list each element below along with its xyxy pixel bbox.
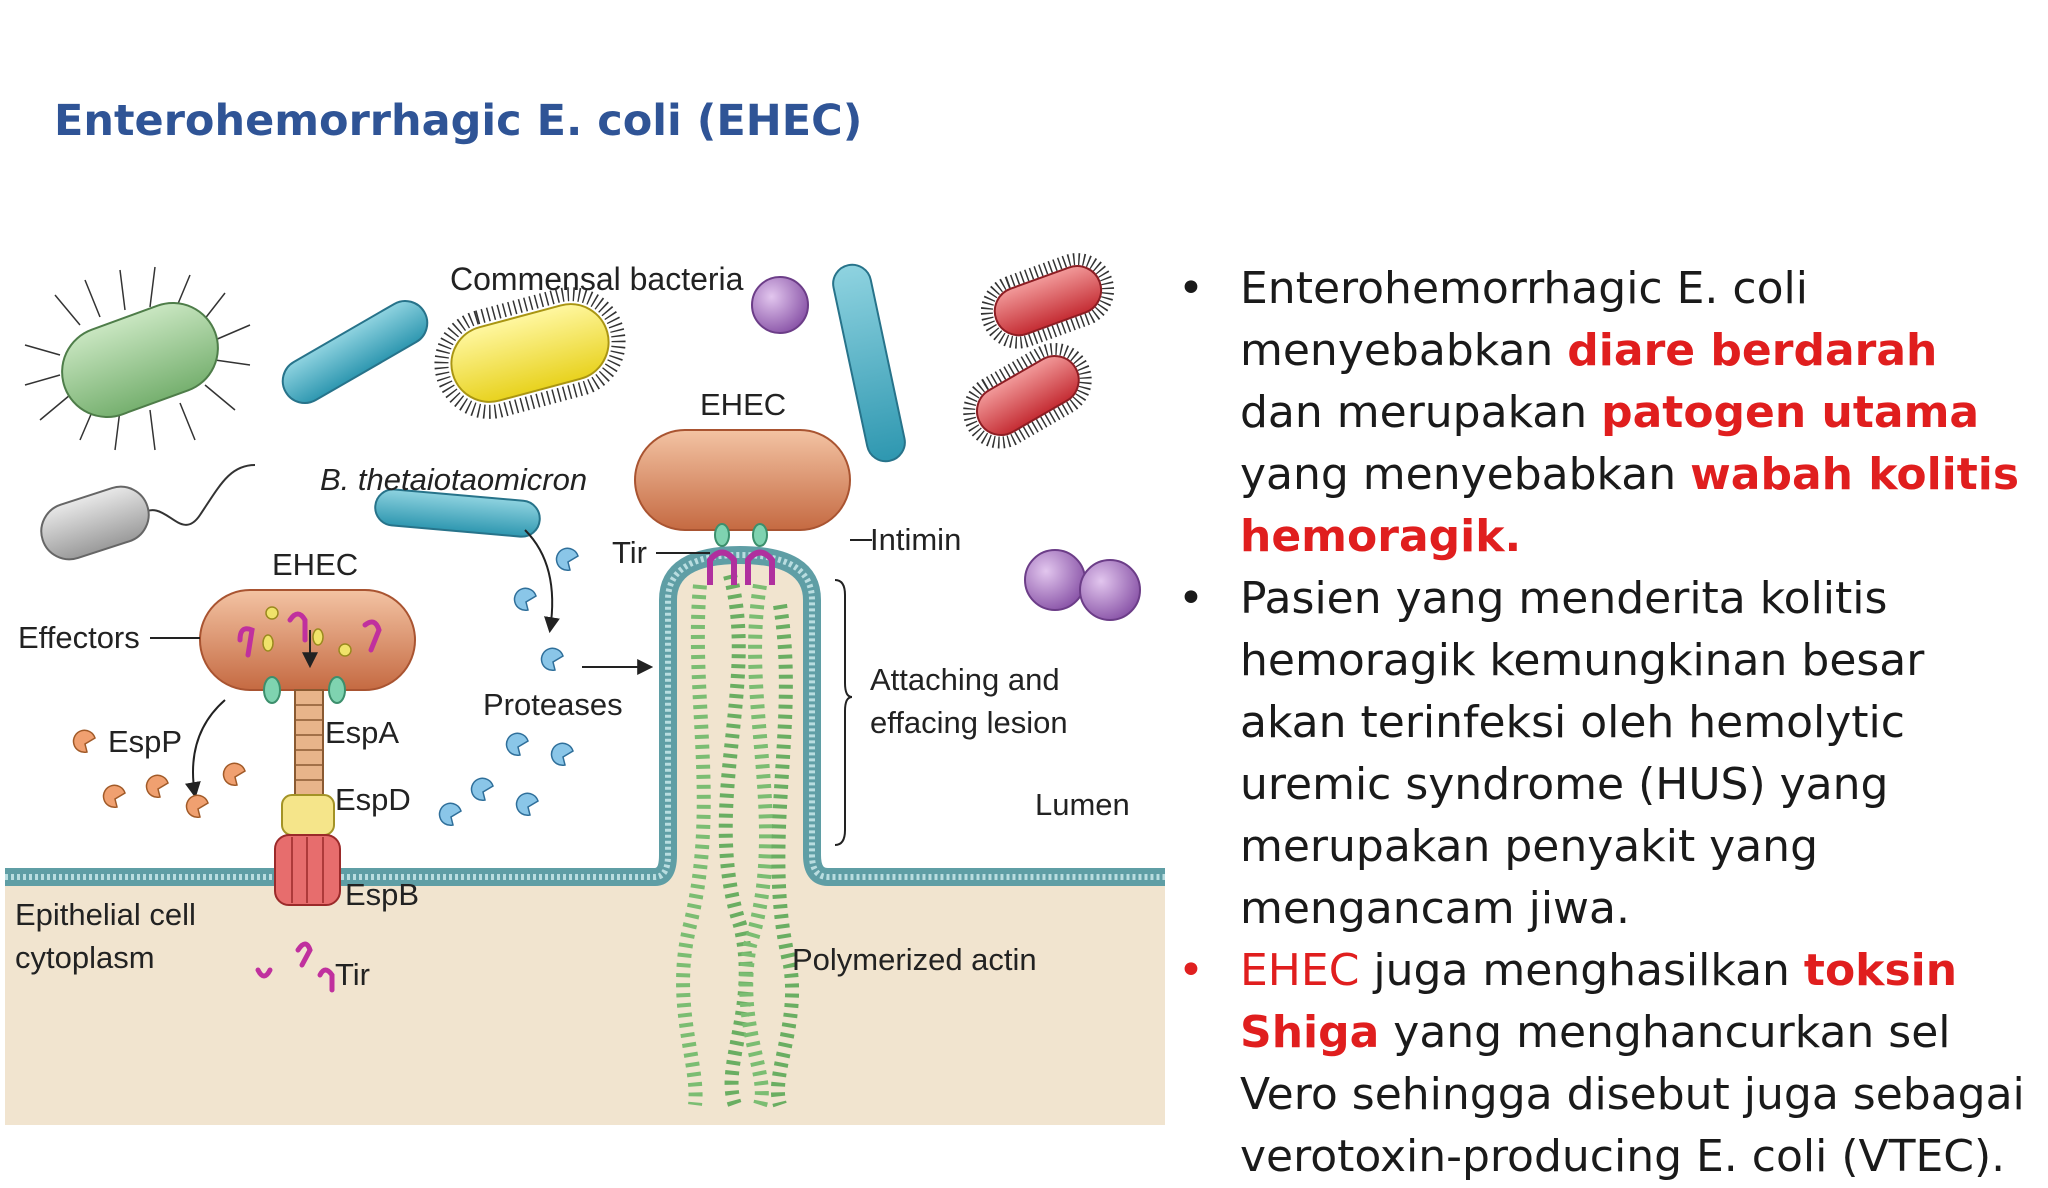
label-espb: EspB [345,877,419,912]
espd-pore [281,794,335,836]
bullet-item-1: • Enterohemorrhagic E. coli menyebabkan … [1170,258,2030,568]
label-cytoplasm: cytoplasm [15,940,155,975]
ehec-attached-bacterium [634,429,851,531]
label-tir-top: Tir [612,535,647,570]
label-intimin: Intimin [870,522,961,557]
protease-molecules [438,547,579,827]
purple-coccus [751,276,809,334]
bullet-marker: • [1178,263,1204,314]
slide-title: Enterohemorrhagic E. coli (EHEC) [54,96,863,146]
b-thetaiotaomicron-bacterium [374,488,541,538]
label-espd: EspD [335,782,411,817]
blue-rod-bacterium [832,263,906,463]
label-ehec-top: EHEC [700,387,786,422]
tir-molecules [255,941,335,993]
label-attaching: Attaching and [870,662,1060,697]
bullet-item-2: • Pasien yang menderita kolitis hemoragi… [1170,568,2030,940]
bullet-list: • Enterohemorrhagic E. coli menyebabkan … [1170,258,2030,1188]
label-espp: EspP [108,724,182,759]
bullet-marker: • [1178,573,1204,624]
ehec-mechanism-diagram: Commensal bacteria B. thetaiotaomicron E… [5,253,1165,1125]
label-polymerized-actin: Polymerized actin [792,942,1037,977]
red-bacteria [963,253,1115,449]
label-lumen: Lumen [1035,787,1130,822]
effector-molecules [237,611,382,658]
blue-bacterium [281,300,429,404]
green-bacterium [24,266,251,451]
label-epithelial-cell: Epithelial cell [15,897,196,932]
label-b-thetaiotaomicron: B. thetaiotaomicron [320,462,587,497]
polymerized-actin [676,573,800,1108]
label-espa: EspA [325,715,399,750]
label-effacing: effacing lesion [870,705,1068,740]
label-ehec-left: EHEC [272,547,358,582]
label-effectors: Effectors [18,620,140,655]
bullet-marker: • [1178,945,1204,996]
intimin-tir-complex [707,523,775,585]
epithelial-cytoplasm [5,555,1165,1125]
grey-bacterium [40,464,256,561]
bullet-item-3: • EHEC juga menghasilkan toksin Shiga ya… [1170,940,2030,1188]
label-commensal-bacteria: Commensal bacteria [450,261,744,297]
label-tir-bottom: Tir [335,957,370,992]
yellow-bacterium [434,287,626,419]
label-proteases: Proteases [483,687,623,722]
espp-proteins [72,729,246,819]
